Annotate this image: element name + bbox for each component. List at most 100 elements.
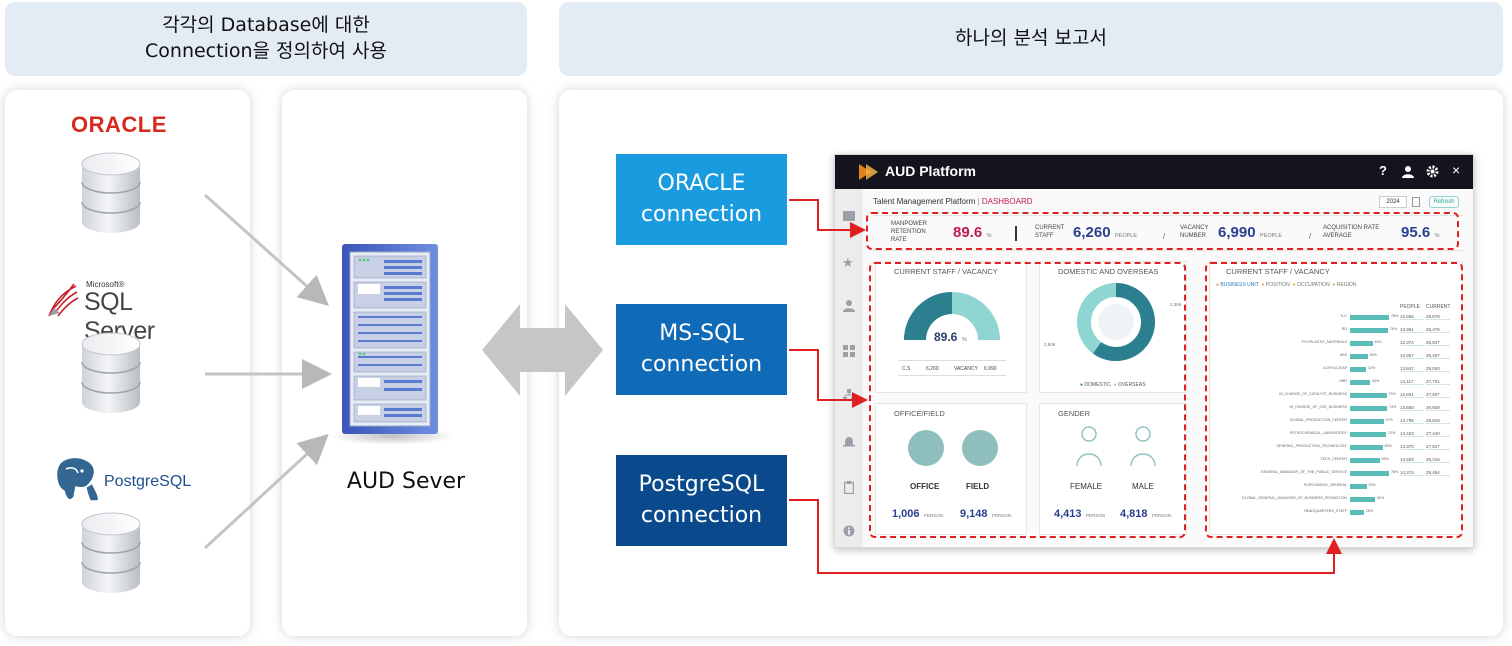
server-label: AUD Sever	[346, 469, 466, 494]
kpi-retention-number: 89.6	[953, 224, 983, 241]
bar-row-people: 14,117	[1400, 379, 1424, 385]
office-label: OFFICE	[910, 482, 940, 491]
kpi-divider	[1015, 226, 1017, 241]
postgresql-text-b: SQL	[159, 473, 192, 490]
bar-row-bar	[1350, 432, 1386, 437]
bar-row-label: GENERAL_PRODUCTION_TECHNOLOGY	[1276, 444, 1348, 448]
staff-vacancy-card: CURRENT STAFF / VACANCY 89.6 % C.S 6,260…	[875, 261, 1027, 393]
dashboard-breadcrumb: Talent Management Platform | DASHBOARD	[873, 197, 1033, 206]
bar-row-people: 13,503	[1400, 457, 1424, 463]
female-unit: PERSON	[1085, 513, 1105, 518]
bar-row-bar	[1350, 484, 1367, 489]
oracle-logo: ORACLE	[71, 112, 167, 137]
kpi-value-vacancy: 6,990 PEOPLE	[1218, 224, 1282, 242]
bar-row-label: IN_CHARGE_OF_CATALYST_BUSINESS	[1279, 392, 1347, 396]
bar-row-current: 29,918	[1426, 418, 1450, 424]
bar-card-highlight	[1205, 262, 1463, 538]
refresh-button[interactable]: Refresh	[1429, 196, 1459, 208]
person-icon[interactable]	[843, 299, 855, 312]
kpi-staff-unit: PEOPLE	[1115, 233, 1138, 239]
clipboard-icon[interactable]	[844, 481, 854, 494]
tab-position[interactable]: POSITION	[1265, 282, 1290, 288]
mssql-connection-line	[789, 349, 868, 408]
dashboard-sidebar: ★	[835, 189, 863, 547]
left-header: 각각의 Database에 대한 Connection을 정의하여 사용	[5, 2, 527, 76]
bar-row-label: HEADQUARTERS_STAFF	[1304, 509, 1347, 513]
bar-row-people: 12,957	[1400, 353, 1424, 359]
bar-card-title: CURRENT STAFF / VACANCY	[1226, 267, 1330, 276]
bar-row-pct: 33%	[1368, 483, 1376, 487]
bar-row-people: 13,659	[1400, 405, 1424, 411]
female-label: FEMALE	[1070, 482, 1103, 491]
right-header: 하나의 분석 보고서	[559, 2, 1503, 76]
mssql-connection-line1: MS-SQL	[659, 321, 744, 347]
bar-row-bar	[1350, 458, 1380, 463]
bar-row-label: NBR	[1339, 379, 1347, 383]
bar-row-current: 25,476	[1426, 327, 1450, 333]
gear-icon[interactable]	[1426, 165, 1439, 178]
folder-icon[interactable]	[843, 211, 855, 221]
kpi-vacancy-unit: PEOPLE	[1260, 233, 1283, 239]
tab-business-unit[interactable]: BUSINESS UNIT	[1220, 282, 1259, 288]
bar-row-people: 13,795	[1400, 418, 1424, 424]
col-people-header: PEOPLE	[1400, 304, 1421, 310]
bar-row-pct: 65%	[1384, 444, 1392, 448]
bar-row-label: PETROCHEMICAL_LABORATORY	[1289, 431, 1347, 435]
bar-row-current: 27,817	[1426, 444, 1450, 450]
oracle-connection-line	[789, 199, 866, 238]
bar-row-people: 13,847	[1400, 366, 1424, 372]
bar-row-bar	[1350, 471, 1389, 476]
bar-row-label: ACRYLIC/SAP	[1323, 366, 1347, 370]
office-unit: PERSON	[923, 513, 943, 518]
bar-row-people: 13,370	[1400, 444, 1424, 450]
database-cylinders	[81, 152, 141, 593]
info-icon[interactable]	[843, 525, 855, 537]
bell-icon[interactable]	[843, 435, 855, 448]
dashboard-title: AUD Platform	[885, 163, 977, 179]
bar-row-people: 14,374	[1400, 470, 1424, 476]
dashboard-screenshot: AUD Platform ? × ★ Talent Management Pla…	[834, 154, 1474, 548]
bar-tabs: ● BUSINESS UNIT ● POSITION ● OCCUPATION …	[1216, 282, 1357, 288]
bar-row-bar	[1350, 445, 1383, 450]
domestic-legend: ● DOMESTIC ● OVERSEAS	[1080, 382, 1146, 388]
db-to-server-arrows	[203, 193, 332, 550]
kpi-value-staff: 6,260 PEOPLE	[1073, 224, 1137, 242]
kpi-acquisition-unit: %	[1434, 233, 1440, 239]
postgres-to-server-arrow	[203, 433, 329, 550]
bar-row-current: 27,440	[1426, 431, 1450, 437]
kpi-value-retention: 89.6 %	[953, 224, 992, 242]
breadcrumb-current: DASHBOARD	[981, 197, 1033, 206]
mssql-connection-box: MS-SQL connection	[616, 304, 787, 395]
bar-row-bar	[1350, 341, 1373, 346]
field-unit: PERSON	[991, 513, 1011, 518]
postgresql-text-a: Postgre	[104, 473, 160, 490]
calendar-icon[interactable]	[1412, 197, 1420, 207]
grid-icon[interactable]	[843, 345, 855, 357]
tab-region[interactable]: REGION	[1336, 282, 1357, 288]
bar-row-label: RD	[1341, 327, 1347, 331]
postgresql-connection-line	[789, 499, 1342, 574]
kpi-slash-2: /	[1309, 232, 1312, 241]
star-icon[interactable]: ★	[842, 255, 854, 270]
staff-card-title: CURRENT STAFF / VACANCY	[894, 267, 998, 276]
field-number: 9,148	[960, 508, 988, 520]
close-icon[interactable]: ×	[1452, 162, 1461, 178]
user-icon[interactable]	[1402, 165, 1414, 178]
year-select[interactable]: 2024	[1379, 196, 1407, 208]
tab-occupation[interactable]: OCCUPATION	[1296, 282, 1330, 288]
postgresql-connection-line2: connection	[640, 502, 763, 528]
aud-logo-icon	[859, 164, 878, 180]
bar-row-pct: 40%	[1372, 379, 1380, 383]
kpi-vacancy-number: 6,990	[1218, 224, 1256, 241]
breadcrumb-app[interactable]: Talent Management Platform	[873, 197, 976, 206]
sql-server-bird-icon	[48, 283, 79, 317]
bar-row-label: GLOBAL_PRODUCTION_CENTER	[1289, 418, 1347, 422]
male-label: MALE	[1132, 482, 1154, 491]
cs-label: C.S	[902, 366, 911, 372]
help-icon[interactable]: ?	[1379, 163, 1387, 178]
elephant-icon	[55, 457, 100, 502]
female-icon	[1076, 426, 1102, 467]
field-value: 9,148 PERSON	[960, 504, 1011, 522]
bar-row-pct: 76%	[1390, 327, 1398, 331]
